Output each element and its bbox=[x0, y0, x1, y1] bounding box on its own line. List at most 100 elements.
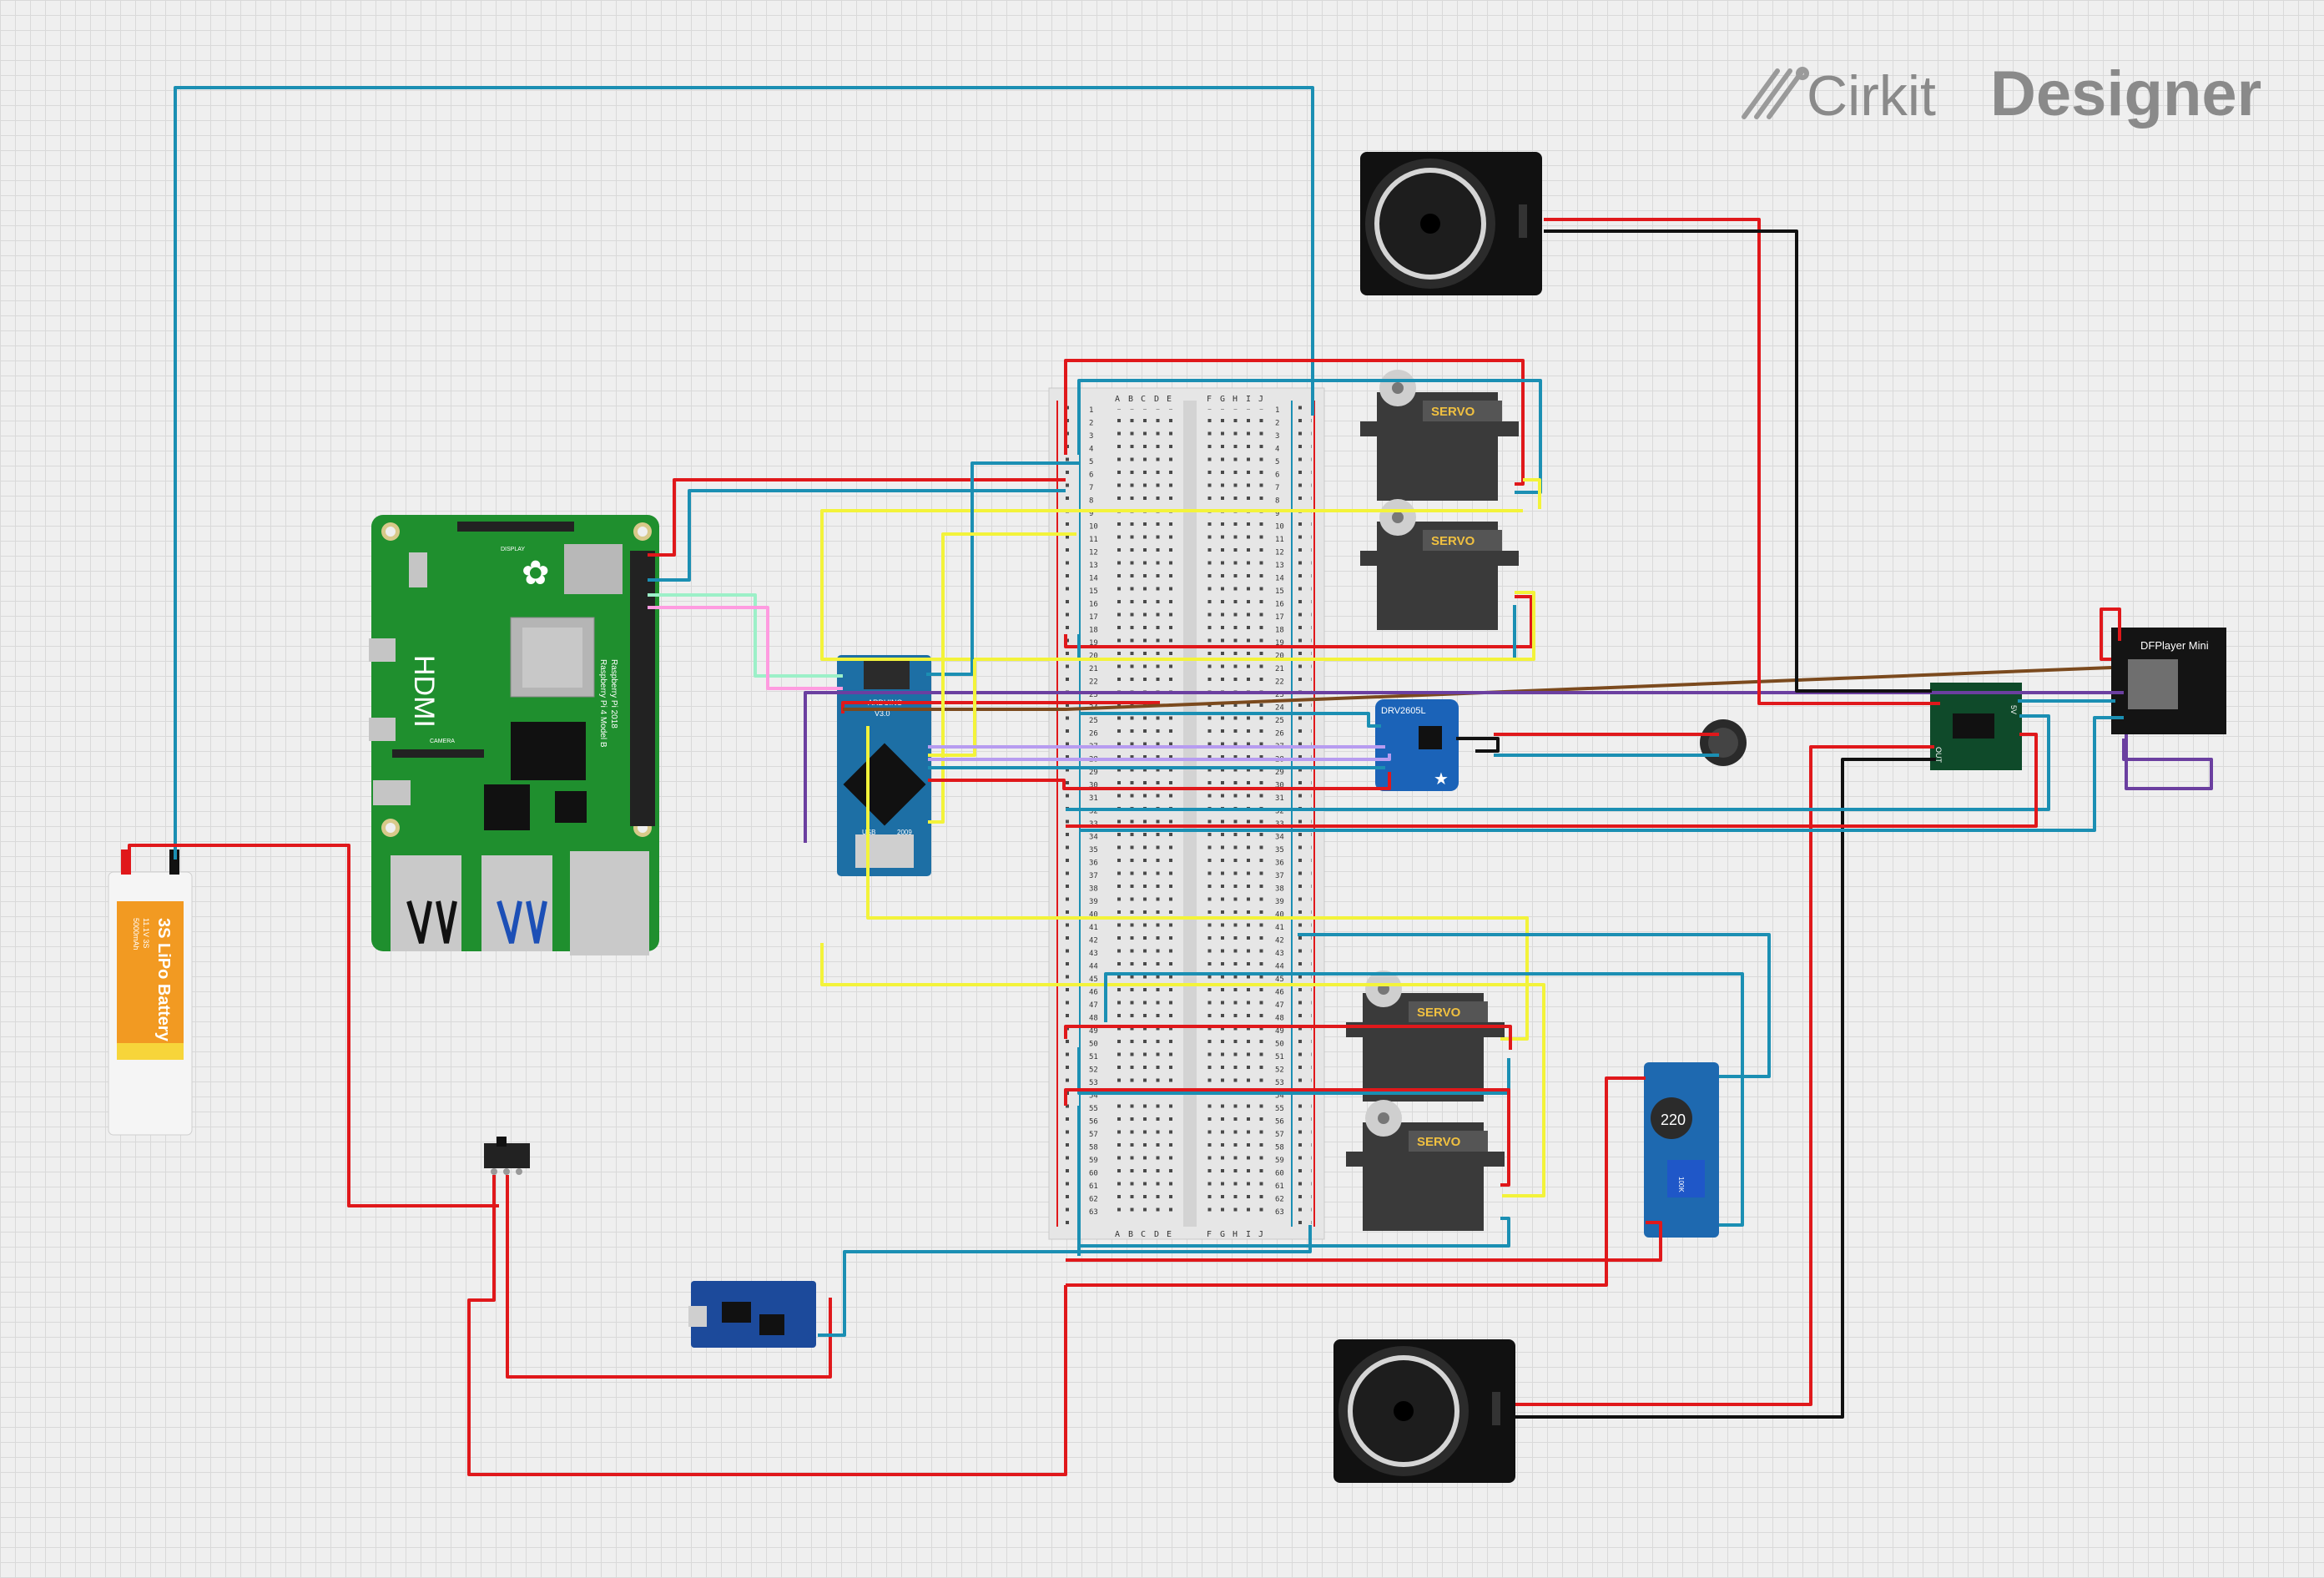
lipo-battery[interactable]: 3S LiPo Battery 11.1V 3S 5000mAh bbox=[108, 849, 193, 1136]
wire-blue[interactable] bbox=[1066, 714, 2050, 811]
wire-blue[interactable] bbox=[926, 461, 1079, 676]
wire-brown[interactable] bbox=[843, 666, 2112, 711]
wire-blue[interactable] bbox=[1077, 379, 1542, 494]
servo-motor[interactable]: SERVO bbox=[1360, 370, 1519, 501]
breadboard-column-letter: F bbox=[1207, 1230, 1212, 1239]
servo-motor[interactable]: SERVO bbox=[1346, 1100, 1505, 1231]
breadboard-column-letter: E bbox=[1167, 1230, 1172, 1239]
wire-pink[interactable] bbox=[648, 606, 843, 690]
breadboard-row-number: 58 bbox=[1275, 1144, 1284, 1152]
breadboard-row-number: 26 bbox=[1089, 730, 1098, 739]
breadboard-row-number: 54 bbox=[1089, 1092, 1098, 1101]
pam8403-amplifier[interactable]: OUT 5V bbox=[1930, 683, 2022, 770]
wire-yellow[interactable] bbox=[820, 509, 1535, 661]
wire-black[interactable] bbox=[1515, 758, 1936, 1419]
wire-blue[interactable] bbox=[1077, 1106, 1510, 1248]
breadboard-row-number: 38 bbox=[1275, 885, 1284, 894]
vibration-motor[interactable] bbox=[1700, 719, 1747, 766]
wire-red[interactable] bbox=[506, 1175, 832, 1379]
wire-purple[interactable] bbox=[2122, 734, 2213, 790]
dfplayer-mini[interactable]: DFPlayer Mini bbox=[2111, 628, 2226, 734]
wire-yellow[interactable] bbox=[928, 532, 1076, 824]
wire-blue[interactable] bbox=[1077, 1047, 1510, 1095]
wire-red[interactable] bbox=[1066, 1221, 1662, 1262]
wire-red[interactable] bbox=[1066, 733, 2038, 828]
wire-yellow[interactable] bbox=[866, 726, 1529, 1041]
breadboard-row-number: 59 bbox=[1089, 1157, 1098, 1165]
breadboard-row-number: 13 bbox=[1089, 562, 1098, 570]
boost-pot-label: 100K bbox=[1677, 1177, 1685, 1192]
wire-red[interactable] bbox=[2100, 608, 2121, 661]
amp-out-label: OUT bbox=[1934, 747, 1943, 764]
pi-model-label: Raspberry Pi 4 Model B bbox=[598, 659, 607, 748]
breadboard-row-number: 2 bbox=[1275, 420, 1279, 428]
wire-red[interactable] bbox=[128, 844, 499, 1207]
breadboard-row-number: 11 bbox=[1275, 536, 1284, 544]
wire-lavender[interactable] bbox=[928, 754, 1391, 761]
breadboard-row-number: 42 bbox=[1089, 937, 1098, 945]
camera-label: CAMERA bbox=[430, 739, 455, 744]
wire-blue[interactable] bbox=[1079, 716, 2124, 832]
wire-blue[interactable] bbox=[648, 489, 1066, 582]
speaker-bottom[interactable] bbox=[1333, 1339, 1515, 1483]
wire-red[interactable] bbox=[1066, 1076, 1646, 1287]
breadboard-row-number: 39 bbox=[1275, 898, 1284, 906]
wire-red[interactable] bbox=[1064, 1025, 1512, 1050]
breadboard-row-number: 5 bbox=[1089, 458, 1093, 466]
wire-red[interactable] bbox=[1064, 595, 1533, 648]
wire-red[interactable] bbox=[467, 1175, 1067, 1476]
breadboard-row-number: 29 bbox=[1275, 769, 1284, 777]
breadboard-row-number: 17 bbox=[1275, 613, 1284, 622]
wire-black[interactable] bbox=[1456, 737, 1500, 753]
breadboard-row-number: 57 bbox=[1275, 1131, 1284, 1139]
slide-switch[interactable] bbox=[484, 1137, 530, 1175]
breadboard-row-number: 9 bbox=[1275, 510, 1279, 518]
battery-sub1: 11.1V 3S bbox=[142, 918, 150, 948]
breadboard-row-number: 22 bbox=[1275, 678, 1284, 687]
breadboard-row-number: 62 bbox=[1275, 1196, 1284, 1204]
tp4056-charger[interactable] bbox=[688, 1281, 816, 1348]
breadboard-row-number: 32 bbox=[1089, 808, 1098, 816]
wire-yellow[interactable] bbox=[1523, 478, 1541, 509]
breadboard-row-number: 15 bbox=[1089, 587, 1098, 596]
wire-blue[interactable] bbox=[1104, 972, 1744, 1227]
breadboard-row-number: 11 bbox=[1089, 536, 1098, 544]
breadboard-row-number: 49 bbox=[1275, 1027, 1284, 1036]
arduino-nano[interactable]: ARDUINO V3.0 2009 USB bbox=[837, 655, 931, 876]
wire-yellow[interactable] bbox=[820, 943, 1545, 1197]
wire-red[interactable] bbox=[1064, 1088, 1510, 1187]
wire-red[interactable] bbox=[648, 478, 1066, 557]
wire-blue[interactable] bbox=[174, 86, 1314, 860]
breadboard-row-number: 21 bbox=[1275, 665, 1284, 673]
dfplayer-title: DFPlayer Mini bbox=[2140, 639, 2209, 652]
breadboard-row-number: 56 bbox=[1089, 1118, 1098, 1127]
breadboard-row-number: 35 bbox=[1089, 846, 1098, 855]
breadboard-row-number: 49 bbox=[1089, 1027, 1098, 1036]
wire-red[interactable] bbox=[1544, 218, 1940, 705]
boost-converter[interactable]: 220 100K bbox=[1644, 1062, 1719, 1238]
breadboard-column-letter: H bbox=[1233, 1230, 1238, 1239]
speaker-top[interactable] bbox=[1360, 152, 1542, 295]
wire-red[interactable] bbox=[1515, 745, 1934, 1406]
drv2605l-haptic-driver[interactable]: DRV2605L ★ bbox=[1375, 699, 1459, 791]
servo-motor[interactable]: SERVO bbox=[1360, 499, 1519, 630]
wire-blue[interactable] bbox=[818, 1225, 1312, 1337]
wire-blue[interactable] bbox=[1079, 712, 1381, 728]
wire-red[interactable] bbox=[1064, 359, 1525, 486]
breadboard-row-number: 61 bbox=[1089, 1182, 1098, 1191]
servo-label: SERVO bbox=[1417, 1006, 1461, 1020]
wire-mint[interactable] bbox=[648, 593, 843, 678]
servo-motor[interactable]: SERVO bbox=[1346, 970, 1505, 1102]
battery-sub2: 5000mAh bbox=[132, 918, 140, 950]
wire-group bbox=[128, 86, 2213, 1476]
wire-black[interactable] bbox=[1544, 229, 1932, 693]
raspberry-pi-4[interactable]: HDMI DISPLAY CAMERA Raspberry Pi 4 Model… bbox=[369, 515, 659, 955]
breadboard-row-number: 37 bbox=[1089, 872, 1098, 880]
breadboard-row-number: 63 bbox=[1089, 1208, 1098, 1217]
wire-purple[interactable] bbox=[804, 691, 2124, 843]
arduino-year: 2009 bbox=[897, 829, 912, 836]
arduino-version: V3.0 bbox=[875, 709, 890, 718]
breadboard-row-number: 41 bbox=[1275, 924, 1284, 932]
wire-red[interactable] bbox=[928, 772, 1391, 790]
